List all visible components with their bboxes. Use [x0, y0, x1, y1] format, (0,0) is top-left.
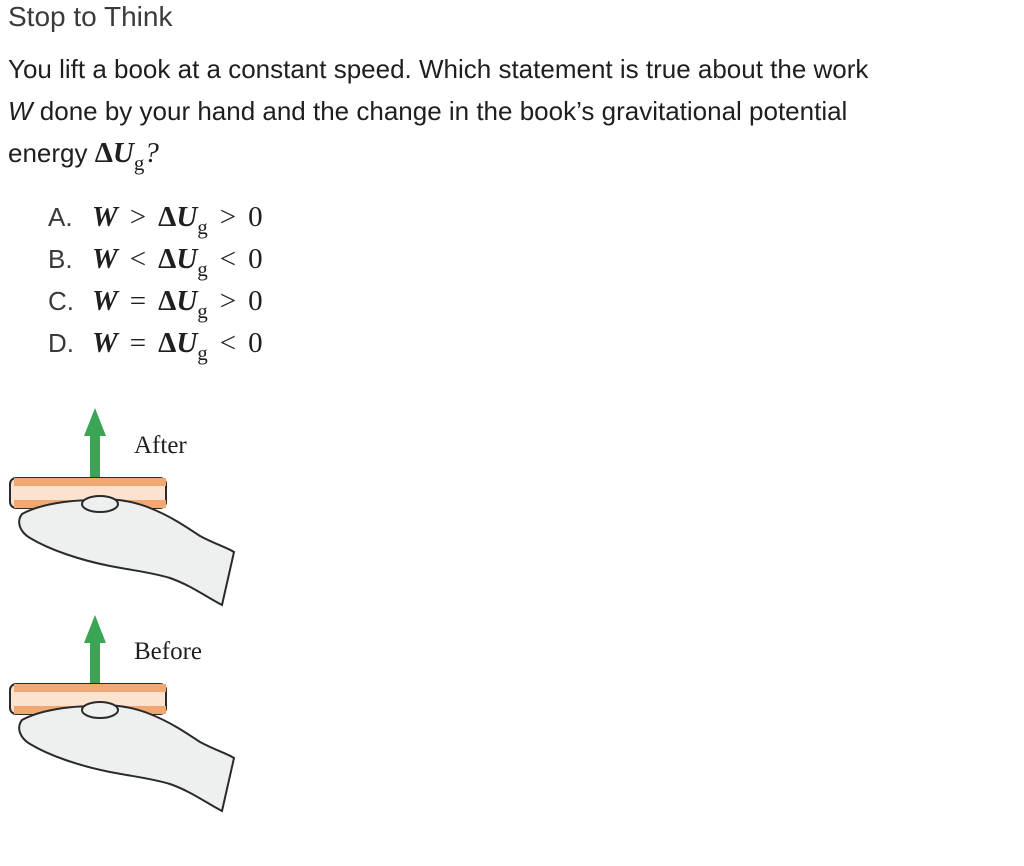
delta-symbol: Δ: [158, 243, 177, 275]
delta-symbol: Δ: [94, 137, 113, 169]
choice-letter: A.: [48, 202, 73, 232]
page-title: Stop to Think: [8, 1, 173, 32]
operator: <: [219, 327, 237, 359]
before-label: Before: [134, 638, 203, 665]
question-line-1: You lift a book at a constant speed. Whi…: [8, 54, 869, 84]
question-mark: ?: [144, 137, 159, 169]
g-subscript: g: [197, 257, 208, 281]
choice-d[interactable]: D. W = ΔUg <0: [48, 322, 263, 366]
operator: >: [219, 201, 237, 233]
answer-choices: A. W>ΔUg>0 B. W<ΔUg<0 C. W=ΔUg>0 D. W=ΔU…: [48, 196, 263, 366]
operator: >: [219, 285, 237, 317]
hand-before: [18, 704, 236, 813]
choice-b[interactable]: B. W < ΔUg <0: [48, 238, 263, 282]
operator: =: [129, 285, 147, 317]
delta-symbol: Δ: [158, 327, 177, 359]
operator: <: [219, 243, 237, 275]
u-variable: U: [176, 285, 198, 317]
u-variable: U: [176, 243, 198, 275]
book-lift-illustration: [9, 408, 236, 813]
book-cover-top-before: [14, 684, 166, 692]
thumb-after: [81, 495, 119, 513]
question-line-3-text: energy: [8, 138, 95, 168]
question-line-3: energy ΔUg?: [8, 132, 1008, 176]
u-variable: U: [176, 201, 198, 233]
up-arrow-before: [84, 615, 106, 686]
choice-letter: C.: [48, 286, 74, 316]
w-variable: W: [92, 327, 118, 359]
g-subscript: g: [197, 299, 208, 323]
thumb-before: [81, 701, 119, 719]
g-subscript: g: [197, 215, 208, 239]
question-line-2-text: done by your hand and the change in the …: [32, 96, 848, 126]
w-variable: W: [92, 243, 118, 275]
book-cover-top-after: [14, 478, 166, 486]
rhs-value: 0: [248, 327, 263, 359]
rhs-value: 0: [248, 243, 263, 275]
g-subscript: g: [197, 341, 208, 365]
question-text: You lift a book at a constant speed. Whi…: [8, 48, 1008, 176]
up-arrow-after: [84, 408, 106, 480]
rhs-value: 0: [248, 201, 263, 233]
before-scene: [9, 615, 236, 813]
delta-symbol: Δ: [158, 201, 177, 233]
choice-expression: W < ΔUg <0: [92, 238, 263, 282]
hand-after: [18, 498, 236, 607]
operator: >: [129, 201, 147, 233]
choice-a[interactable]: A. W > ΔUg >0: [48, 196, 263, 240]
u-variable: U: [112, 137, 134, 169]
choice-letter: B.: [48, 244, 73, 274]
g-subscript: g: [133, 151, 145, 175]
operator: <: [129, 243, 147, 275]
delta-ug-symbol: ΔUg?: [94, 137, 159, 175]
rhs-value: 0: [248, 285, 263, 317]
question-line-2: W done by your hand and the change in th…: [8, 90, 1008, 132]
after-scene: [9, 408, 236, 607]
choice-c[interactable]: C. W = ΔUg >0: [48, 280, 263, 324]
work-variable: W: [8, 96, 33, 126]
w-variable: W: [92, 285, 118, 317]
delta-symbol: Δ: [158, 285, 177, 317]
operator: =: [129, 327, 147, 359]
after-label: After: [134, 432, 187, 459]
choice-letter: D.: [48, 328, 74, 358]
u-variable: U: [176, 327, 198, 359]
w-variable: W: [92, 201, 118, 233]
choice-expression: W = ΔUg >0: [92, 280, 263, 324]
book-lift-figure: After Before: [0, 400, 260, 830]
choice-expression: W = ΔUg <0: [92, 322, 263, 366]
choice-expression: W > ΔUg >0: [92, 196, 263, 240]
